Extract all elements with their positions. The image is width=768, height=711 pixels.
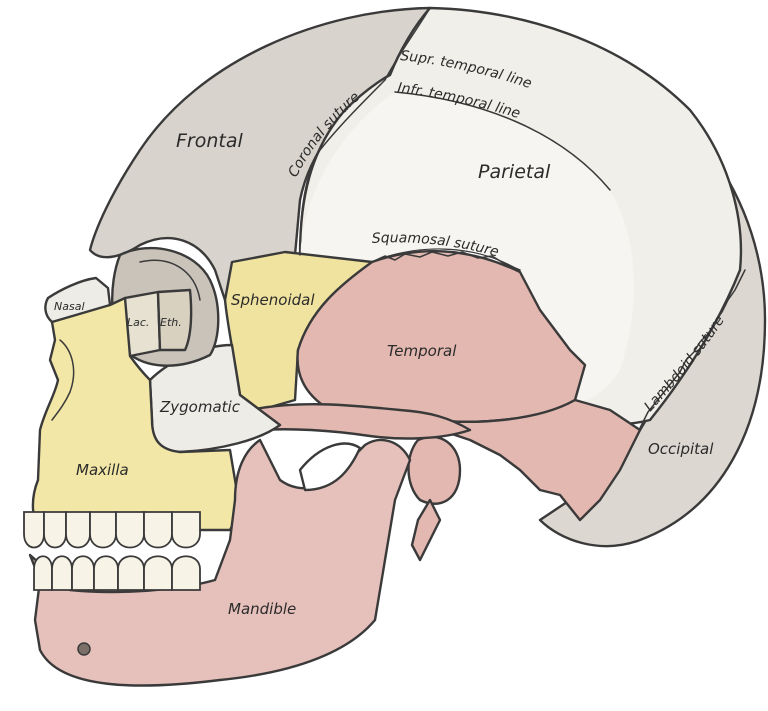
mandible-bone [28,438,412,687]
label-mandible: Mandible [228,600,296,618]
upper-tooth [43,511,67,549]
label-temporal: Temporal [387,342,457,360]
label-frontal: Frontal [176,130,243,152]
upper-tooth [89,511,117,549]
orbit-inner [139,259,201,301]
lower-tooth [33,555,53,591]
lambdoid-suture-line [639,269,746,429]
coronal-suture-line [299,7,431,256]
upper-tooth [65,511,91,549]
temporal-lines [394,91,611,191]
zygomatic-arch [248,403,472,440]
styloid-process [407,435,462,505]
label-maxilla: Maxilla [76,461,129,479]
upper-tooth [115,511,145,549]
ethmoid-bone [156,288,193,352]
lower-teeth [33,555,201,591]
label-zygomatic: Zygomatic [159,398,241,416]
lower-tooth [117,555,145,591]
label-parietal: Parietal [478,161,551,183]
lower-tooth [93,555,119,591]
label-ethmoid: Eth. [160,316,182,329]
label-lacrimal: Lac. [127,316,149,329]
label-nasal: Nasal [54,300,85,313]
lower-tooth [143,555,173,591]
label-occipital: Occipital [648,440,714,458]
lower-tooth [171,555,201,591]
upper-tooth [171,511,201,549]
squamosal-suture-line [371,251,521,271]
lower-tooth [51,555,73,591]
stylo-tip [410,498,442,562]
coronoid-notch [298,442,362,492]
lower-tooth [71,555,95,591]
upper-teeth [23,511,201,549]
label-sphenoidal: Sphenoidal [231,291,315,309]
nasal-aperture [51,339,75,421]
upper-tooth [23,511,45,549]
mental-foramen [77,642,91,656]
upper-tooth [143,511,173,549]
